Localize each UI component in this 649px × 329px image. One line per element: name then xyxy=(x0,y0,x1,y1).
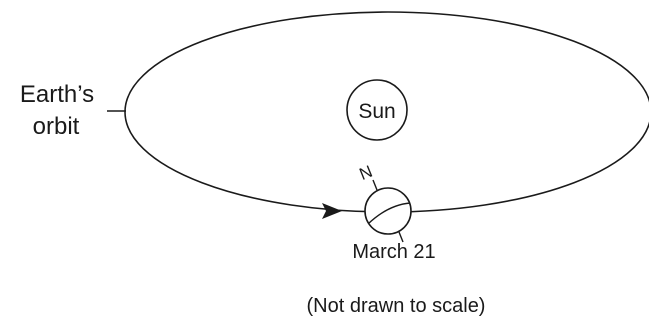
earth-axis-north xyxy=(372,179,378,191)
sun-circle xyxy=(346,79,408,141)
earth xyxy=(364,179,412,243)
north-label: N xyxy=(357,162,376,184)
earth-circle xyxy=(364,187,412,235)
orbit-label-line1: Earth’s xyxy=(20,81,94,108)
earth-equator-line xyxy=(367,202,411,225)
orbit-direction-arrow-icon xyxy=(322,203,342,219)
orbit-label-line2: orbit xyxy=(33,113,80,140)
earth-axis-south xyxy=(398,231,404,243)
date-label: March 21 xyxy=(352,241,435,263)
sun-label: Sun xyxy=(358,100,395,123)
scale-note: (Not drawn to scale) xyxy=(307,295,486,317)
sun: Sun xyxy=(346,79,408,141)
